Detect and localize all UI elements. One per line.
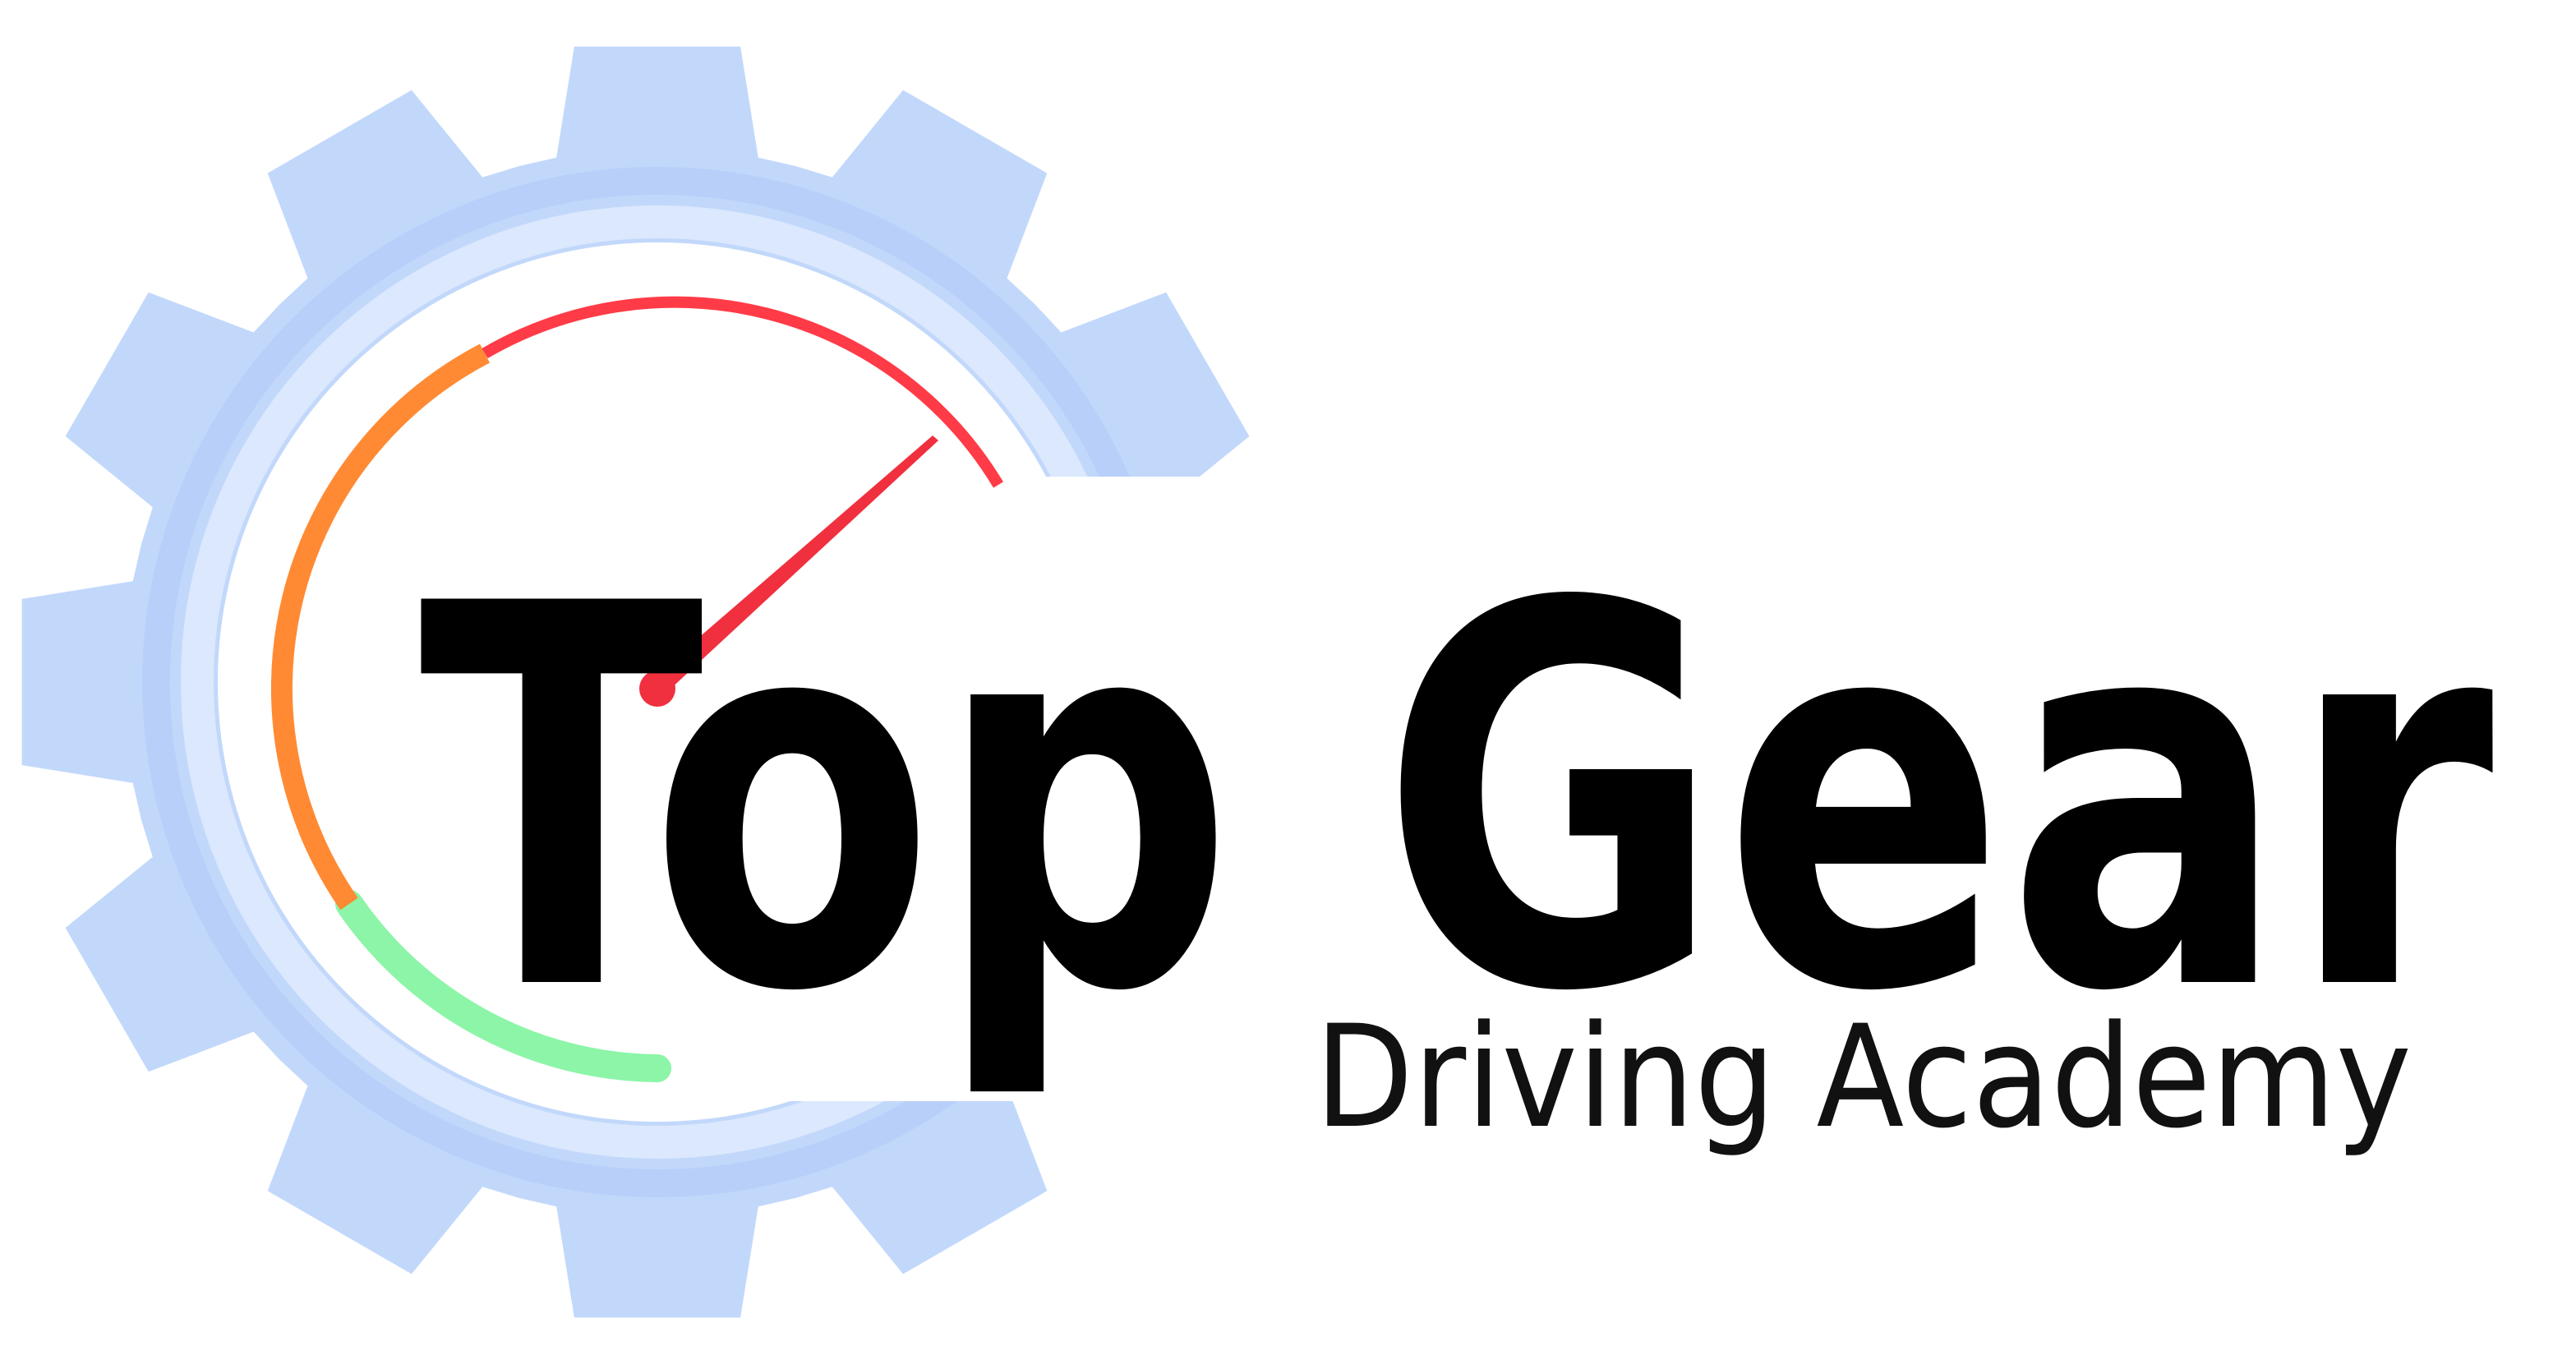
- speedometer-icon: [270, 296, 1003, 1082]
- title-backdrop: [575, 477, 2547, 1101]
- gauge-arc-orange: [270, 343, 491, 911]
- gauge-arc-green: [335, 890, 671, 1082]
- gauge-needle: [649, 436, 938, 692]
- gauge-needle-pivot: [639, 671, 675, 707]
- gauge-arc-red: [482, 296, 1003, 488]
- brand-subtitle: Driving Academy: [1315, 994, 2412, 1159]
- brand-title: Top Gear: [419, 494, 2496, 1106]
